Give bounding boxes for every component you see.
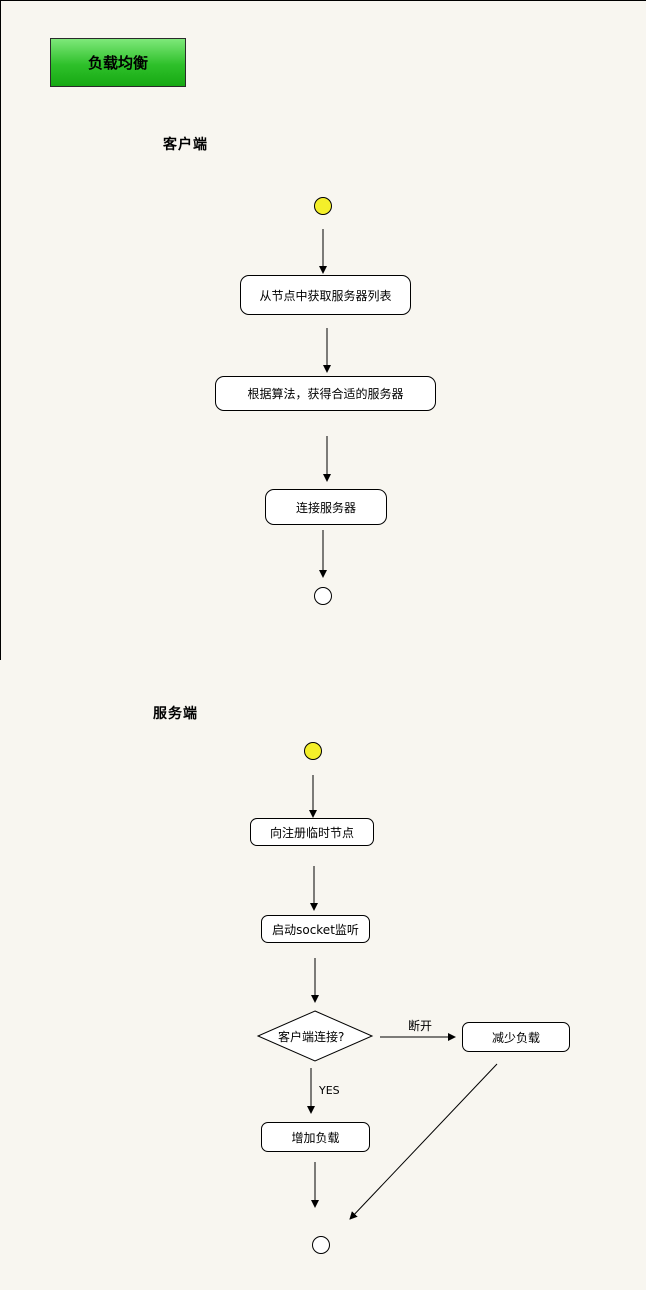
server-step-register-node: 向注册临时节点 xyxy=(250,818,374,846)
frame-border-left xyxy=(0,0,1,660)
server-section-label: 服务端 xyxy=(153,706,198,722)
client-section-label: 客户端 xyxy=(163,137,208,153)
decision-label: 客户端连接? xyxy=(278,1030,345,1044)
frame-border-top xyxy=(0,0,646,1)
server-step-increase-load: 增加负载 xyxy=(261,1122,370,1152)
server-end-node xyxy=(312,1236,330,1254)
client-step-connect-server: 连接服务器 xyxy=(265,489,387,525)
arrow-decrease-to-end xyxy=(349,1063,498,1220)
diagram-title: 负载均衡 xyxy=(50,38,186,87)
server-step-start-listener: 启动socket监听 xyxy=(261,915,370,943)
client-step-get-server-list: 从节点中获取服务器列表 xyxy=(240,275,411,315)
client-start-node xyxy=(314,197,332,215)
client-step-select-server: 根据算法，获得合适的服务器 xyxy=(215,376,436,411)
server-start-node xyxy=(304,742,322,760)
server-step-decrease-load: 减少负载 xyxy=(462,1022,570,1052)
decision-diamond xyxy=(256,1010,374,1062)
yes-edge-label: YES xyxy=(319,1084,340,1097)
disconnect-edge-label: 断开 xyxy=(408,1019,433,1033)
client-end-node xyxy=(314,587,332,605)
